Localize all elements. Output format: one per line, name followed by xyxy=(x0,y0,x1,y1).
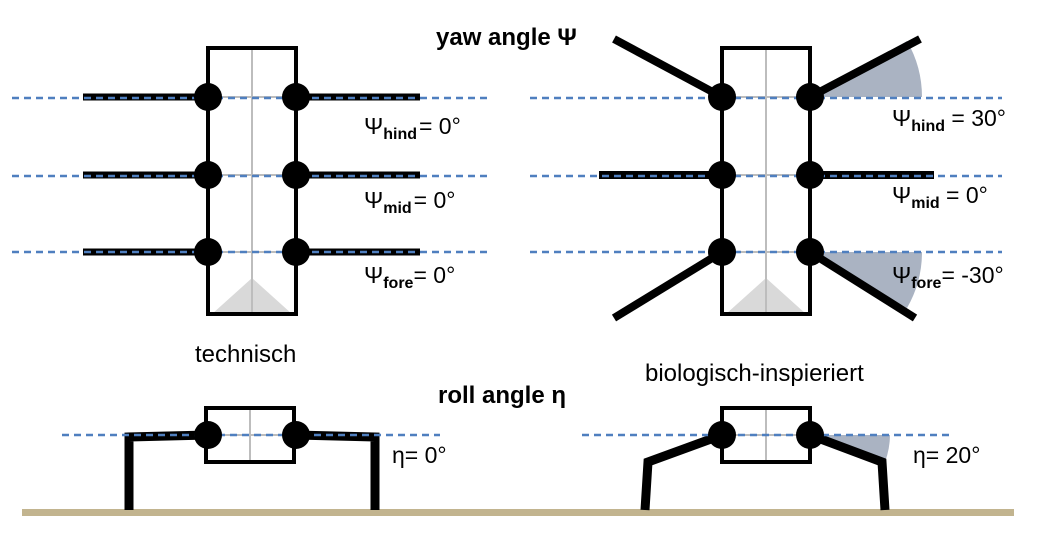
biological-reference-lines xyxy=(530,96,1002,254)
leg-hind-left xyxy=(612,35,724,101)
joint xyxy=(796,238,824,266)
joint xyxy=(708,161,736,189)
roll-leg-left xyxy=(640,430,724,511)
joint xyxy=(194,161,222,189)
biological-body xyxy=(720,46,812,316)
biological-yaw-mid-label: Ψmid = 0° xyxy=(892,182,988,212)
technical-yaw-hind-label: Ψhind= 0° xyxy=(364,113,461,143)
technical-yaw-mid-label: Ψmid= 0° xyxy=(364,187,455,217)
joint xyxy=(708,83,736,111)
joint xyxy=(282,83,310,111)
technical-body xyxy=(206,46,298,316)
technical-joints xyxy=(194,83,310,266)
joint xyxy=(708,421,736,449)
joint xyxy=(282,161,310,189)
technical-label: technisch xyxy=(195,341,296,368)
technical-roll-label: η= 0° xyxy=(392,442,447,468)
joint xyxy=(194,421,222,449)
roll-angle-title: roll angle η xyxy=(438,382,566,409)
technical-yaw-fore-label: Ψfore= 0° xyxy=(364,262,455,292)
leg-fore-right xyxy=(807,248,918,322)
biological-yaw-robot: Ψhind = 30° Ψmid = 0° Ψfore= -30° xyxy=(530,35,1006,322)
ground xyxy=(22,509,1014,516)
biological-label: biologisch-inspieriert xyxy=(645,360,864,387)
biological-roll-robot: η= 20° xyxy=(582,406,980,511)
technical-reference-lines xyxy=(12,96,488,254)
technical-yaw-robot: Ψhind= 0° Ψmid= 0° Ψfore= 0° xyxy=(12,46,488,316)
roll-leg-right xyxy=(808,430,890,511)
joint xyxy=(194,83,222,111)
leg-fore-left xyxy=(611,248,725,322)
biological-yaw-fore-label: Ψfore= -30° xyxy=(892,262,1004,292)
joint xyxy=(796,83,824,111)
joint xyxy=(282,238,310,266)
joint xyxy=(282,421,310,449)
joint xyxy=(796,421,824,449)
roll-leg-right xyxy=(295,430,380,510)
joint xyxy=(194,238,222,266)
roll-leg-left xyxy=(124,430,209,510)
biological-yaw-hind-label: Ψhind = 30° xyxy=(892,105,1006,135)
joint xyxy=(796,161,824,189)
technical-roll-robot: η= 0° xyxy=(62,406,447,510)
yaw-angle-title: yaw angle Ψ xyxy=(436,24,577,51)
joint xyxy=(708,238,736,266)
leg-hind-right xyxy=(808,35,922,101)
biological-roll-label: η= 20° xyxy=(913,442,980,468)
biological-joints xyxy=(708,83,824,266)
